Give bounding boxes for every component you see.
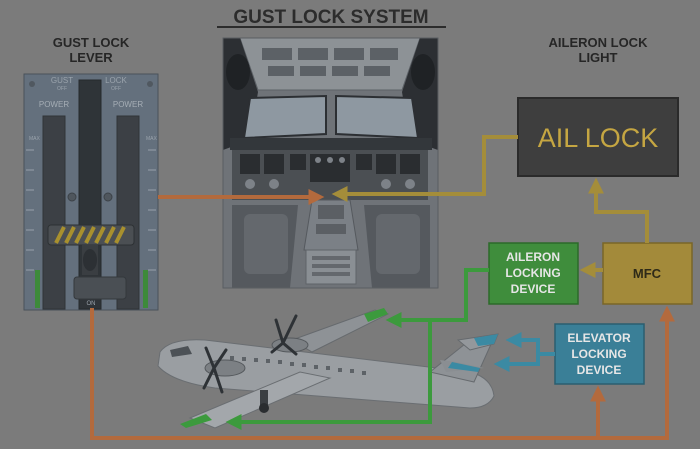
aircraft-illustration — [157, 308, 499, 429]
aileron-lock-light-label-1: AILERON LOCK — [549, 35, 649, 50]
screw-icon — [29, 81, 35, 87]
screw-icon — [67, 192, 77, 202]
ail-lock-text: AIL LOCK — [538, 123, 659, 153]
lever-lock-text: LOCK — [105, 76, 127, 85]
ail-lock-light: AIL LOCK — [517, 97, 679, 177]
lever-to-mfc-line — [90, 305, 675, 440]
elevator-to-fin-arrow — [505, 332, 555, 356]
aileron-locking-line-2: LOCKING — [505, 266, 560, 280]
elevator-locking-device-box: ELEVATOR LOCKING DEVICE — [554, 323, 645, 385]
elevator-locking-line-3: DEVICE — [577, 363, 622, 377]
right-power-slot — [116, 115, 140, 310]
lever-power-left: POWER — [39, 100, 69, 109]
light-to-cockpit-arrow — [331, 135, 518, 202]
cockpit-image — [222, 37, 439, 289]
left-power-slot — [42, 115, 66, 310]
aileron-to-lower-wing-arrow — [225, 320, 432, 430]
gust-lock-lever-label-1: GUST LOCK — [53, 35, 130, 50]
aileron-locking-line-1: AILERON — [506, 250, 560, 264]
aileron-locking-line-3: DEVICE — [511, 282, 556, 296]
mfc-box: MFC — [602, 242, 693, 305]
elevator-to-stabilizer-arrow — [493, 354, 540, 372]
left-green-band — [35, 270, 40, 308]
lever-on-text: ON — [87, 301, 96, 307]
screw-icon — [103, 192, 113, 202]
mfc-text: MFC — [633, 266, 662, 281]
elevator-locking-line-1: ELEVATOR — [567, 331, 631, 345]
page-title: GUST LOCK SYSTEM — [233, 7, 428, 28]
aileron-lock-light-label-2: LIGHT — [579, 50, 618, 65]
screw-icon — [147, 81, 153, 87]
gust-lock-lever-label-2: LEVER — [69, 50, 113, 65]
propeller-icon — [202, 346, 228, 394]
elevator-locking-line-2: LOCKING — [571, 347, 626, 361]
left-scale — [26, 149, 34, 271]
gust-lock-lever-handle[interactable] — [47, 224, 135, 300]
right-scale — [148, 149, 156, 271]
lever-off-right: OFF — [111, 86, 121, 92]
propeller-icon — [270, 314, 298, 356]
lever-max-right: MAX — [146, 136, 158, 142]
lever-power-right: POWER — [113, 100, 143, 109]
lever-off-left: OFF — [57, 86, 67, 92]
lever-max-left: MAX — [29, 136, 41, 142]
mfc-to-light-arrow — [588, 177, 649, 243]
right-green-band — [143, 270, 148, 308]
aileron-locking-device-box: AILERON LOCKING DEVICE — [488, 242, 579, 305]
lever-gust-text: GUST — [51, 76, 73, 85]
gust-lock-lever-panel: GUST LOCK OFF OFF POWER POWER MAX MAX — [23, 73, 159, 311]
